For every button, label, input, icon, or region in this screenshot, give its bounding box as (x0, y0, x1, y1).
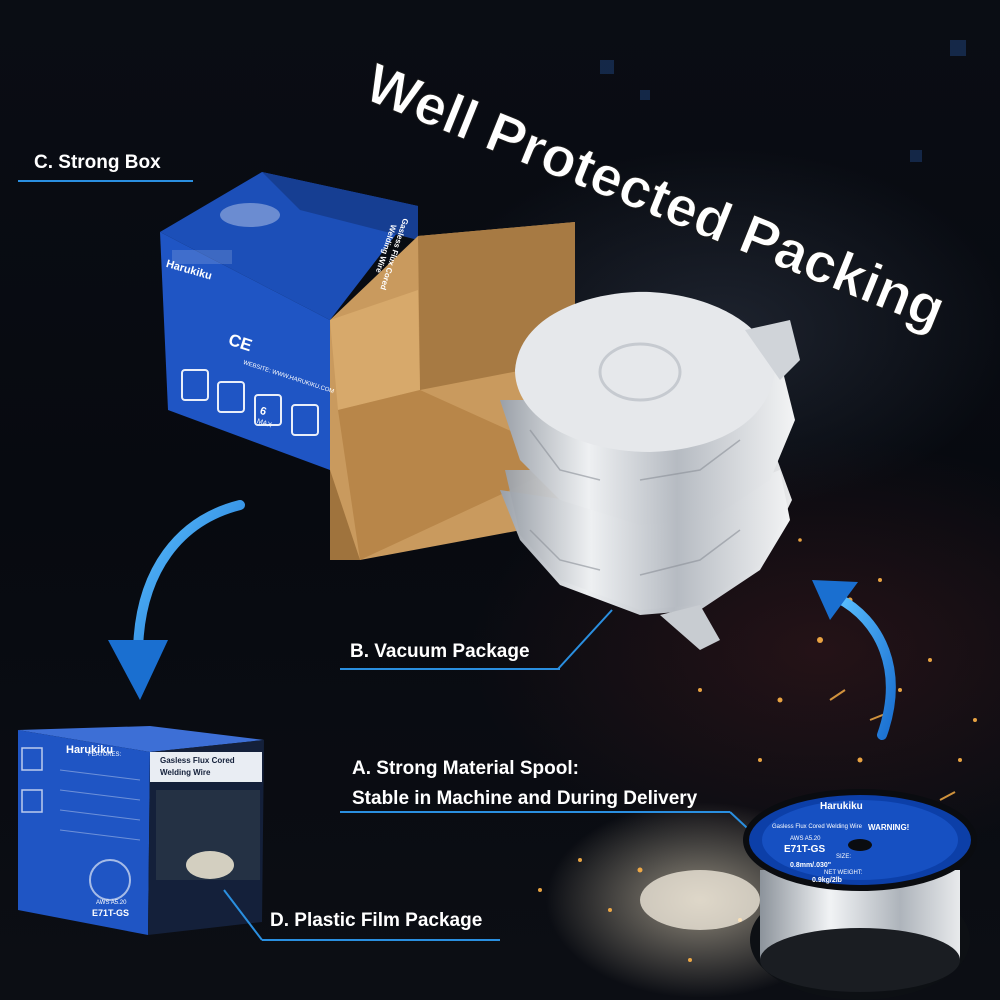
arrow-down-left-icon (133, 500, 245, 655)
film-box-spec: AWS A5.20 (96, 900, 127, 906)
spool-warning: WARNING! (868, 823, 910, 832)
film-box-features: FEATURES: (88, 752, 122, 758)
spool-size-label: SIZE: (836, 854, 852, 860)
film-box-code: E71T-GS (92, 908, 130, 918)
callout-plastic-film: D. Plastic Film Package (270, 910, 483, 931)
film-box-product-line2: Welding Wire (160, 768, 211, 777)
callout-strong-box: C. Strong Box (34, 152, 161, 173)
spool-product: Gasless Flux Cored Welding Wire (772, 824, 862, 830)
spool-size: 0.8mm/.030" (790, 862, 832, 869)
callout-spool-line2: Stable in Machine and During Delivery (352, 788, 698, 809)
spool-brand: Harukiku (820, 801, 863, 812)
arrow-up-right-head-icon (812, 580, 858, 620)
callout-vacuum-package: B. Vacuum Package (350, 641, 530, 662)
arrow-down-left-head-icon (108, 640, 168, 700)
spool-spec: AWS A5.20 (790, 836, 821, 842)
spool-weight-label: NET WEIGHT: (824, 870, 863, 876)
spool-code: E71T-GS (784, 844, 826, 855)
callout-b-line (340, 668, 560, 670)
spool-weight: 0.9kg/2lb (812, 877, 842, 884)
film-box-product-line1: Gasless Flux Cored (160, 756, 235, 765)
arrow-up-right-icon (833, 593, 896, 740)
film-box-brand: Harukiku (66, 744, 114, 756)
callout-spool-line1: A. Strong Material Spool: (352, 758, 579, 779)
callout-c-line (18, 180, 193, 182)
